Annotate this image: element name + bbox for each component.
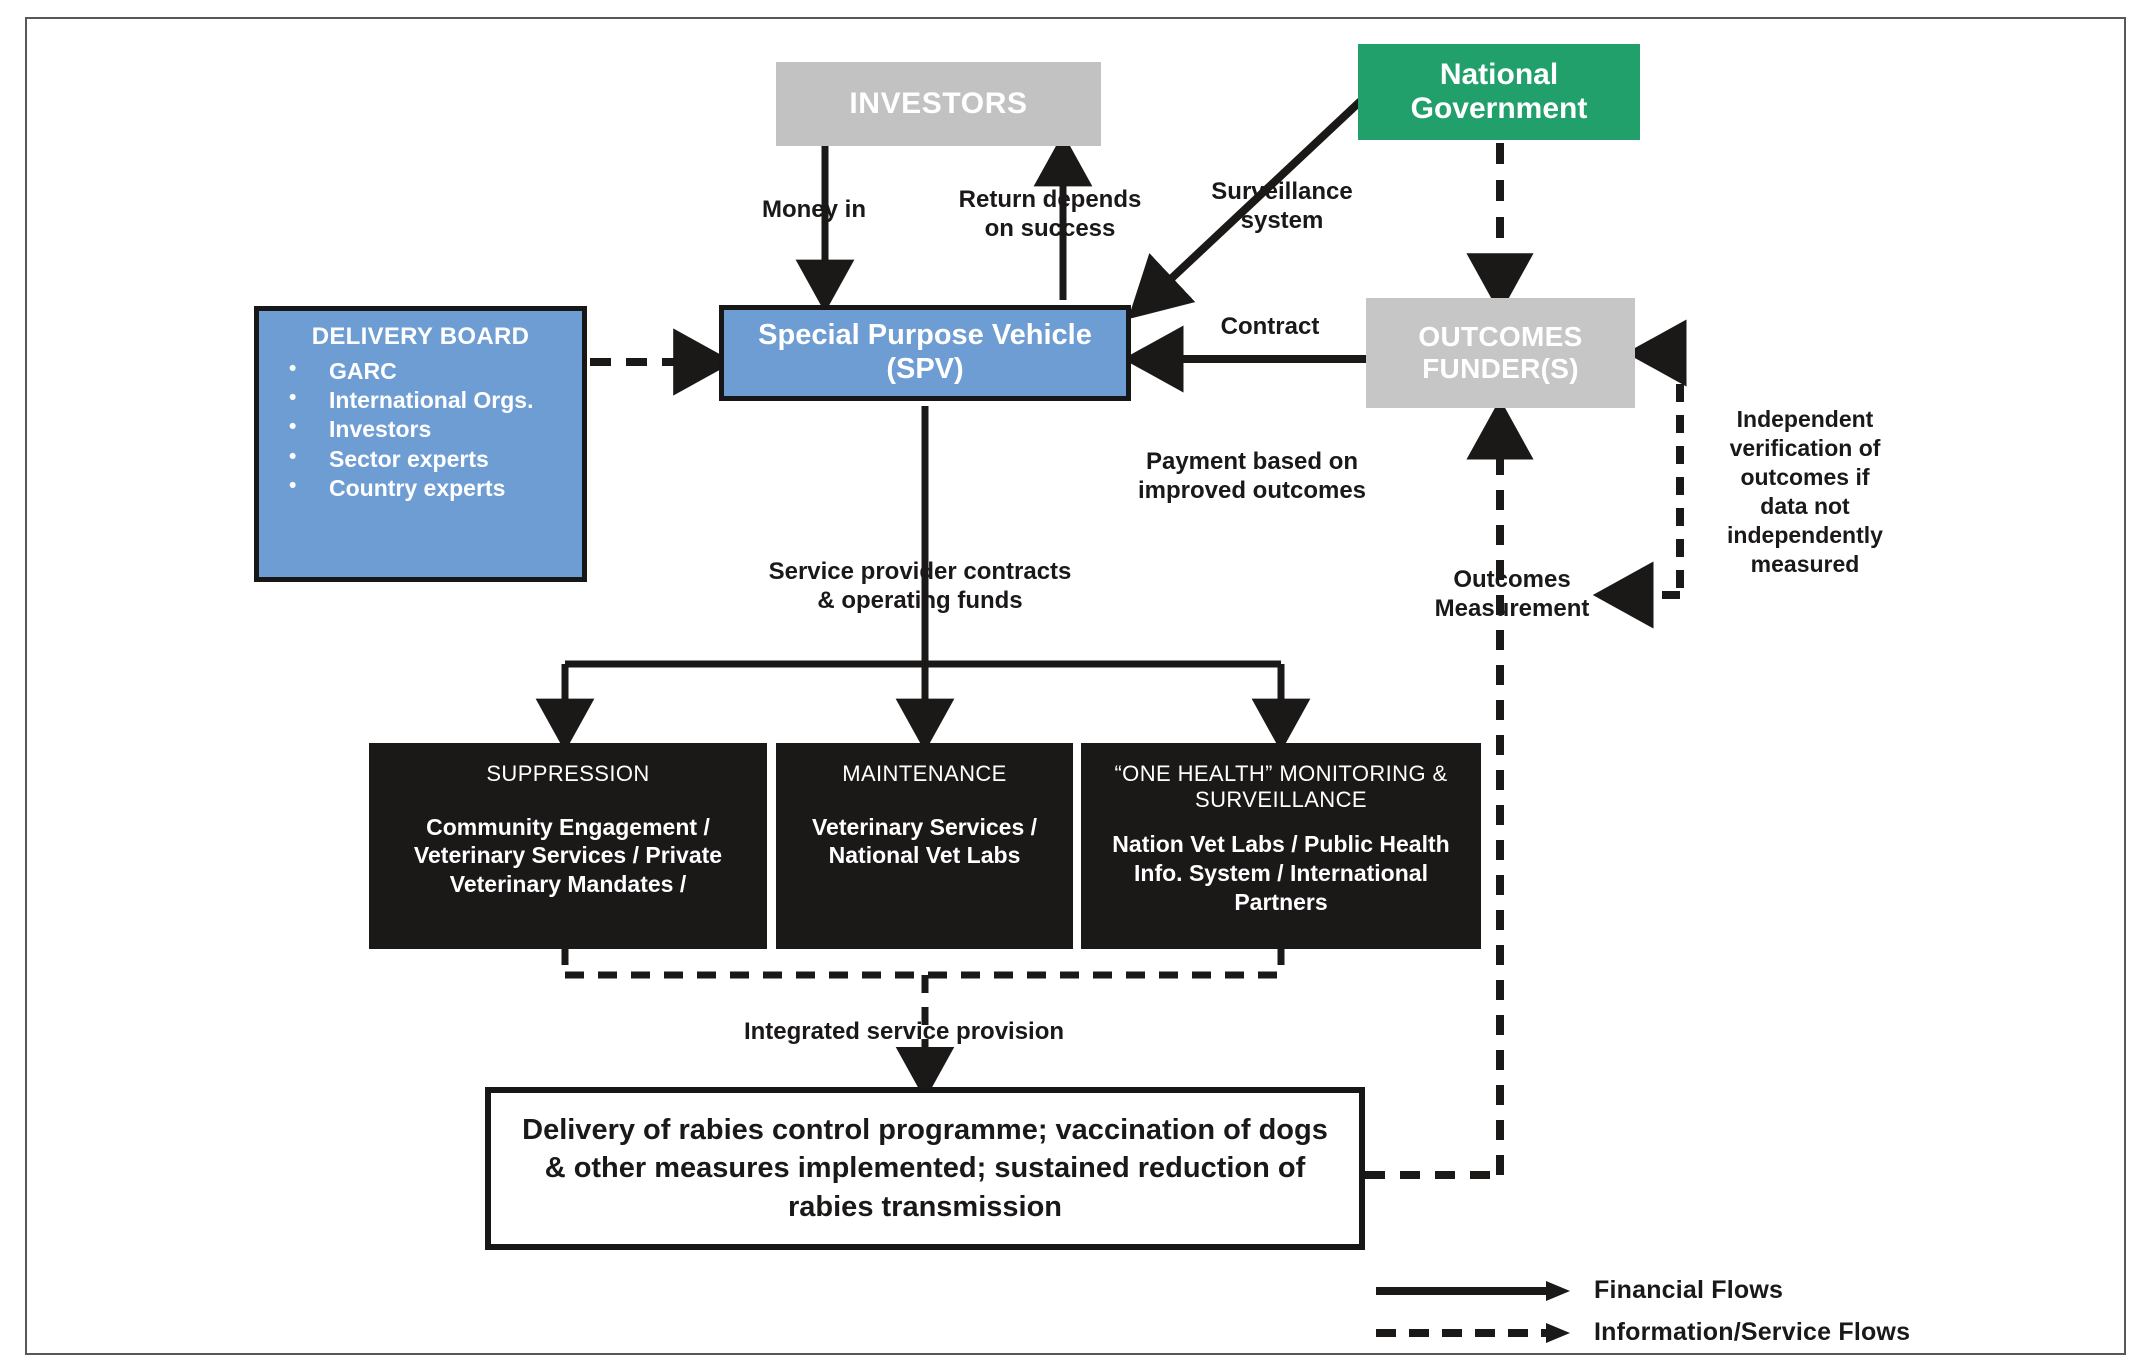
- delivery-board-title: DELIVERY BOARD: [311, 323, 530, 350]
- node-outcomes-funder[interactable]: OUTCOMES FUNDER(S): [1366, 298, 1635, 408]
- legend: Financial Flows Information/Service Flow…: [1374, 1276, 1994, 1354]
- outcome-text: Delivery of rabies control programme; va…: [522, 1114, 1328, 1223]
- node-special-purpose-vehicle[interactable]: Special Purpose Vehicle (SPV): [719, 305, 1131, 401]
- legend-row-information-flows: Information/Service Flows: [1374, 1318, 1910, 1347]
- outcomes-funder-line1: OUTCOMES: [1418, 321, 1583, 353]
- flow-label-contract: Contract: [1220, 313, 1320, 340]
- node-national-government[interactable]: National Government: [1358, 44, 1640, 140]
- legend-label-information: Information/Service Flows: [1594, 1318, 1911, 1346]
- list-item: Country experts: [285, 473, 582, 503]
- node-service-suppression[interactable]: SUPPRESSION Community Engagement / Veter…: [369, 743, 767, 949]
- spv-line2: (SPV): [886, 353, 964, 385]
- list-item: Investors: [285, 414, 582, 444]
- service-body: Community Engagement / Veterinary Servic…: [413, 813, 723, 898]
- investors-label: INVESTORS: [849, 87, 1028, 120]
- service-title: SUPPRESSION: [486, 761, 650, 786]
- diagram-frame-border: [25, 17, 2126, 1355]
- legend-label-financial: Financial Flows: [1594, 1276, 1784, 1304]
- node-investors[interactable]: INVESTORS: [776, 62, 1101, 146]
- flow-label-independent-verification: Independent verification of outcomes if …: [1727, 406, 1883, 577]
- spv-line1: Special Purpose Vehicle: [758, 319, 1092, 352]
- list-item: Sector experts: [285, 444, 582, 474]
- flow-label-surveillance-system: Surveillance system: [1211, 178, 1353, 234]
- node-service-maintenance[interactable]: MAINTENANCE Veterinary Services / Nation…: [776, 743, 1073, 949]
- service-title: MAINTENANCE: [842, 761, 1007, 786]
- service-body: Nation Vet Labs / Public Health Info. Sy…: [1112, 831, 1450, 915]
- outcomes-funder-line2: FUNDER(S): [1422, 353, 1579, 384]
- national-government-line2: Government: [1410, 92, 1588, 125]
- node-service-one-health-monitoring[interactable]: “ONE HEALTH” MONITORING & SURVEILLANCE N…: [1081, 743, 1481, 949]
- service-body: Veterinary Services / National Vet Labs: [811, 813, 1038, 869]
- node-delivery-board[interactable]: DELIVERY BOARD GARC International Orgs. …: [254, 306, 587, 582]
- flow-label-payment-based-on-outcomes: Payment based on improved outcomes: [1137, 448, 1367, 504]
- flow-label-service-provider-contracts: Service provider contracts & operating f…: [768, 558, 1072, 614]
- flow-label-return-on-success: Return depends on success: [958, 186, 1142, 242]
- service-title: “ONE HEALTH” MONITORING & SURVEILLANCE: [1114, 761, 1448, 812]
- flow-label-outcomes-measurement: Outcomes Measurement: [1434, 566, 1590, 622]
- legend-dashed-arrow-icon: [1376, 1322, 1570, 1343]
- legend-solid-arrow-icon: [1376, 1280, 1570, 1301]
- legend-row-financial-flows: Financial Flows: [1374, 1276, 1783, 1305]
- flow-label-money-in: Money in: [761, 196, 866, 223]
- flow-label-integrated-service-provision: Integrated service provision: [743, 1018, 1065, 1045]
- national-government-line1: National: [1439, 57, 1559, 91]
- list-item: GARC: [285, 356, 582, 386]
- delivery-board-list: GARC International Orgs. Investors Secto…: [259, 356, 582, 503]
- node-outcome-statement[interactable]: Delivery of rabies control programme; va…: [485, 1087, 1365, 1250]
- list-item: International Orgs.: [285, 385, 582, 415]
